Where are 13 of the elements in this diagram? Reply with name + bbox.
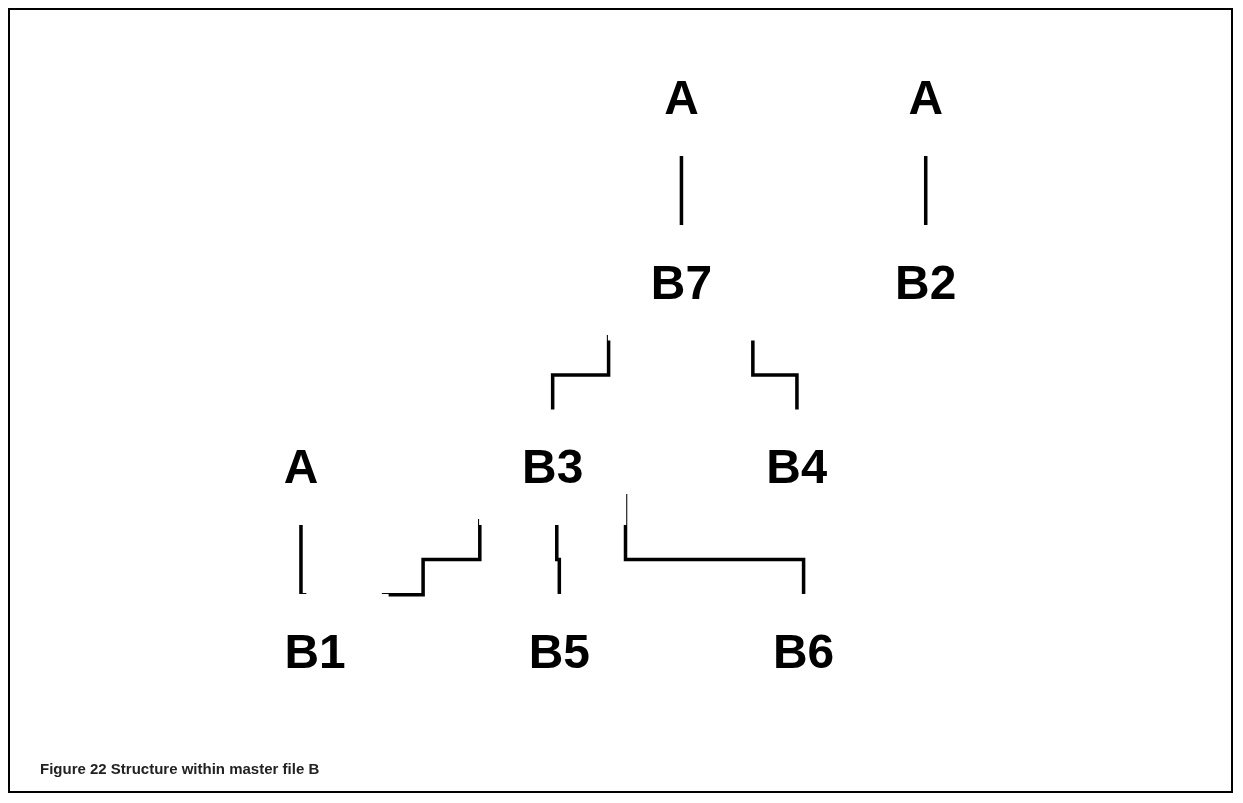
connector bbox=[550, 334, 611, 412]
node-text: A bbox=[283, 439, 319, 494]
node-text: B6 bbox=[772, 624, 835, 678]
connector bbox=[751, 339, 799, 412]
node-text: B5 bbox=[528, 624, 590, 678]
node-text: B4 bbox=[766, 439, 828, 494]
node-text: B7 bbox=[650, 255, 713, 309]
node-text: A bbox=[664, 70, 699, 125]
figure-frame: A A A B7 B2 B3 B4 B1 B5 B6 Figure 22 Structure within master file B bbox=[8, 8, 1233, 793]
node-text: B1 bbox=[284, 624, 346, 678]
node-text: A bbox=[908, 70, 944, 125]
node-text: B2 bbox=[895, 255, 957, 309]
caption: Figure 22 Structure within master file B bbox=[40, 760, 320, 777]
